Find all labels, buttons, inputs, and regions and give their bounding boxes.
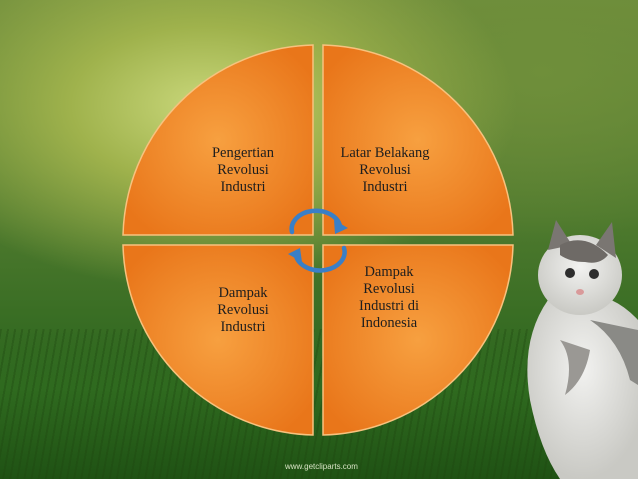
kitten-illustration bbox=[527, 220, 638, 479]
label-dampak: Dampak Revolusi Industri bbox=[217, 285, 269, 335]
quadrant-top-right bbox=[322, 44, 514, 236]
quadrant-bottom-right bbox=[322, 244, 514, 436]
watermark-text: www.getcliparts.com bbox=[285, 462, 358, 471]
label-latar-belakang: Latar Belakang Revolusi Industri bbox=[340, 145, 430, 195]
cycle-arrows-icon bbox=[288, 208, 348, 273]
quadrant-top-left bbox=[122, 44, 314, 236]
label-pengertian: Pengertian Revolusi Industri bbox=[211, 145, 274, 195]
label-dampak-indonesia: Dampak Revolusi Industri di Indonesia bbox=[358, 264, 419, 331]
quadrant-bottom-left bbox=[122, 244, 314, 436]
